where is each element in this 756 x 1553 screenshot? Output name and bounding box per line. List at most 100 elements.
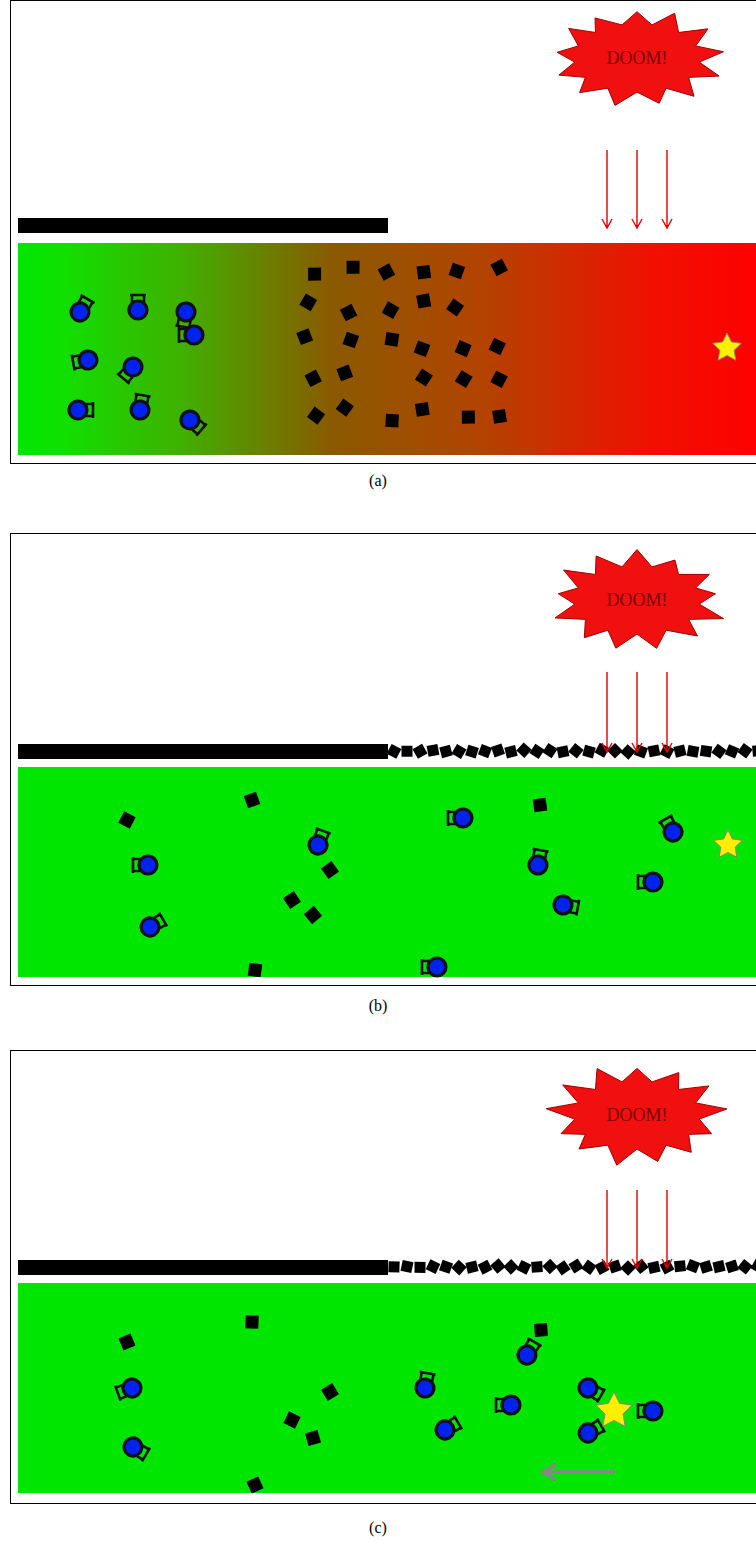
robot-body bbox=[553, 895, 574, 916]
obstacle-block bbox=[385, 414, 399, 428]
obstacle-block bbox=[451, 1260, 467, 1276]
obstacle-block bbox=[465, 745, 479, 759]
robot bbox=[175, 302, 197, 329]
robot bbox=[576, 1376, 606, 1404]
obstacle-block bbox=[687, 745, 700, 758]
obstacle-block bbox=[557, 745, 570, 758]
obstacle-block bbox=[388, 1261, 399, 1272]
doom-burst: DOOM! bbox=[542, 545, 732, 655]
robot bbox=[528, 849, 550, 876]
obstacle-block bbox=[415, 402, 430, 417]
robot-body bbox=[306, 833, 329, 856]
robot bbox=[422, 958, 446, 976]
robot bbox=[448, 809, 472, 827]
obstacle-block bbox=[607, 743, 623, 759]
robot bbox=[72, 350, 99, 372]
robot bbox=[130, 394, 152, 421]
obstacle-block bbox=[686, 1259, 700, 1273]
robot bbox=[133, 856, 157, 874]
burst-outline bbox=[555, 550, 723, 649]
robot-body bbox=[139, 856, 157, 874]
obstacle-block bbox=[648, 744, 661, 757]
robot-body bbox=[176, 302, 197, 323]
obstacle-block bbox=[581, 1260, 596, 1275]
robot bbox=[115, 1376, 144, 1401]
obstacle-block bbox=[489, 338, 506, 355]
obstacle-block bbox=[752, 745, 756, 757]
obstacle-block bbox=[308, 268, 321, 281]
channel bbox=[18, 1283, 756, 1493]
obstacle-block bbox=[712, 1260, 725, 1273]
obstacle-block bbox=[321, 861, 339, 879]
obstacle-block bbox=[296, 328, 313, 345]
obstacle-block bbox=[542, 1259, 558, 1275]
obstacle-block bbox=[343, 332, 360, 349]
doom-arrow bbox=[632, 1190, 642, 1268]
wall bbox=[18, 218, 388, 233]
obstacle-block bbox=[725, 744, 739, 758]
robot bbox=[433, 1415, 463, 1443]
doom-arrow bbox=[602, 1190, 612, 1268]
obstacle-block bbox=[246, 1476, 263, 1493]
obstacle-block bbox=[248, 963, 263, 978]
robot-body bbox=[130, 400, 151, 421]
obstacle-block bbox=[455, 370, 473, 388]
robot-body bbox=[433, 1418, 458, 1443]
obstacle-block bbox=[305, 1430, 321, 1446]
target-star bbox=[714, 830, 743, 857]
obstacle-block bbox=[417, 265, 432, 280]
robot bbox=[179, 326, 203, 344]
panel-caption: (c) bbox=[369, 1519, 387, 1537]
obstacle-block bbox=[427, 744, 440, 757]
burst-label: DOOM! bbox=[607, 590, 668, 611]
obstacle-block bbox=[245, 1315, 259, 1329]
robot-body bbox=[454, 809, 472, 827]
panel-frame bbox=[11, 1051, 756, 1504]
robot-body bbox=[428, 958, 446, 976]
robot-body bbox=[576, 1376, 601, 1401]
robot bbox=[138, 912, 168, 940]
robot-body bbox=[120, 1376, 143, 1399]
robot-body bbox=[69, 401, 87, 419]
panel-caption: (b) bbox=[369, 997, 388, 1015]
robot-body bbox=[576, 1421, 601, 1446]
robot-body bbox=[68, 300, 93, 325]
obstacle-block bbox=[674, 1260, 686, 1272]
obstacle-block bbox=[534, 1323, 548, 1337]
obstacle-block bbox=[492, 409, 507, 424]
obstacle-block bbox=[304, 370, 322, 388]
obstacle-block bbox=[118, 811, 136, 829]
robot-body bbox=[177, 407, 202, 432]
robot bbox=[116, 354, 145, 384]
obstacle-block bbox=[529, 744, 544, 759]
robot-body bbox=[120, 354, 145, 379]
robot bbox=[638, 1402, 662, 1420]
obstacle-block bbox=[533, 798, 548, 813]
obstacle-block bbox=[307, 407, 325, 425]
obstacle-block bbox=[504, 745, 517, 758]
panel bbox=[11, 534, 756, 986]
robot-body bbox=[528, 855, 549, 876]
channel bbox=[18, 767, 756, 977]
obstacle-block bbox=[490, 1258, 506, 1274]
panel-frame bbox=[11, 1, 756, 464]
wall bbox=[18, 744, 388, 759]
obstacle-block bbox=[414, 340, 431, 357]
obstacle-block bbox=[568, 1258, 583, 1273]
obstacle-block bbox=[711, 744, 726, 759]
robot bbox=[68, 295, 96, 325]
obstacle-block bbox=[465, 1260, 478, 1273]
robot bbox=[658, 815, 686, 845]
robot bbox=[415, 1372, 437, 1399]
obstacle-block bbox=[490, 370, 508, 388]
panel bbox=[11, 1051, 756, 1504]
obstacle-block bbox=[336, 365, 353, 382]
doom-arrow bbox=[632, 150, 642, 228]
burst-outline bbox=[557, 12, 723, 106]
obstacle-block bbox=[346, 261, 359, 274]
panel-frame bbox=[11, 534, 756, 986]
robot bbox=[129, 295, 147, 319]
obstacle-block bbox=[426, 1259, 441, 1274]
robot-body bbox=[415, 1378, 436, 1399]
obstacle-block bbox=[531, 1261, 543, 1273]
